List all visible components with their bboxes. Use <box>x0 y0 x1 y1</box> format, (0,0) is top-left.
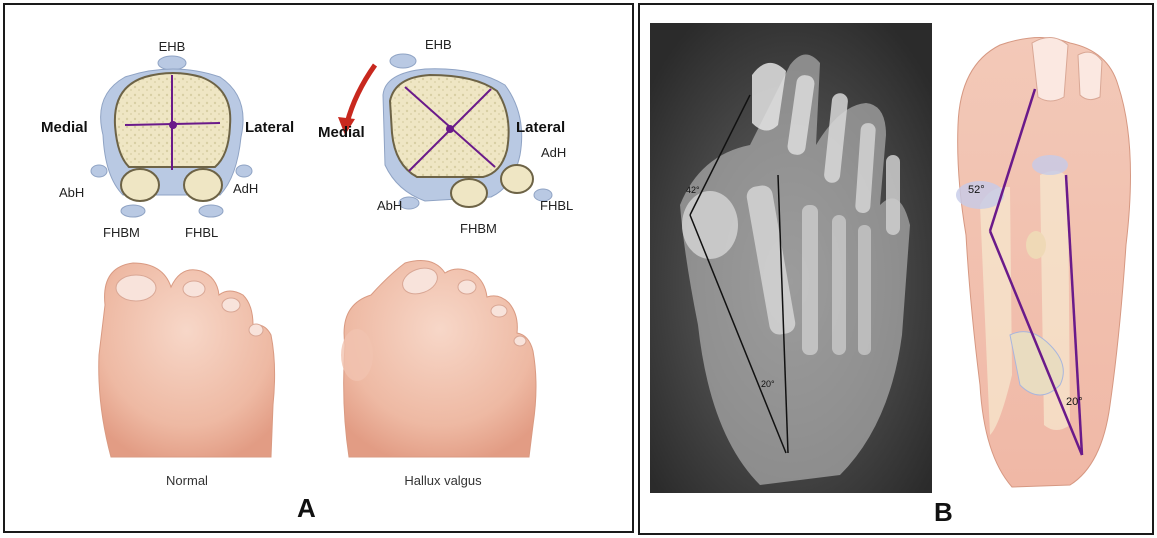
panel-b: 42° 20° 52° 20° B <box>638 3 1154 535</box>
xray-intermetatarsal-angle: 20° <box>761 379 775 389</box>
label-fhbm-valgus: FHBM <box>460 221 497 236</box>
xray-hallux-angle: 42° <box>686 185 700 195</box>
label-medial-valgus: Medial <box>318 124 365 141</box>
label-adh: AdH <box>233 181 258 196</box>
drawing-intermetatarsal-angle: 20° <box>1066 396 1083 408</box>
valgus-foot-illustration: Hallux valgus <box>341 261 536 488</box>
panel-label-a: A <box>297 493 316 524</box>
caption-normal: Normal <box>166 473 208 488</box>
label-ehb-valgus: EHB <box>425 37 452 52</box>
panel-label-b: B <box>934 497 953 528</box>
panel-a-illustration: EHB Medial Lateral AbH AdH FHBM FHBL EHB… <box>5 5 632 531</box>
label-ehb: EHB <box>159 39 186 54</box>
label-lateral-valgus: Lateral <box>516 119 565 136</box>
caption-hallux-valgus: Hallux valgus <box>404 473 482 488</box>
normal-foot-illustration: Normal <box>99 263 275 488</box>
label-abh-valgus: AbH <box>377 198 402 213</box>
drawing-hallux-angle: 52° <box>968 184 985 196</box>
anatomical-foot-drawing: 52° 20° <box>956 37 1131 487</box>
label-lateral: Lateral <box>245 119 294 136</box>
label-fhbl: FHBL <box>185 225 218 240</box>
valgus-cross-section: EHB Medial Lateral AdH AbH FHBM FHBL <box>318 37 573 236</box>
panel-b-illustration: 42° 20° 52° 20° <box>640 5 1152 533</box>
normal-cross-section: EHB Medial Lateral AbH AdH FHBM FHBL <box>41 39 294 240</box>
panel-a: EHB Medial Lateral AbH AdH FHBM FHBL EHB… <box>3 3 634 533</box>
label-fhbm: FHBM <box>103 225 140 240</box>
label-abh: AbH <box>59 185 84 200</box>
label-adh-valgus: AdH <box>541 145 566 160</box>
label-medial: Medial <box>41 119 88 136</box>
label-fhbl-valgus: FHBL <box>540 198 573 213</box>
xray-image: 42° 20° <box>650 23 932 493</box>
